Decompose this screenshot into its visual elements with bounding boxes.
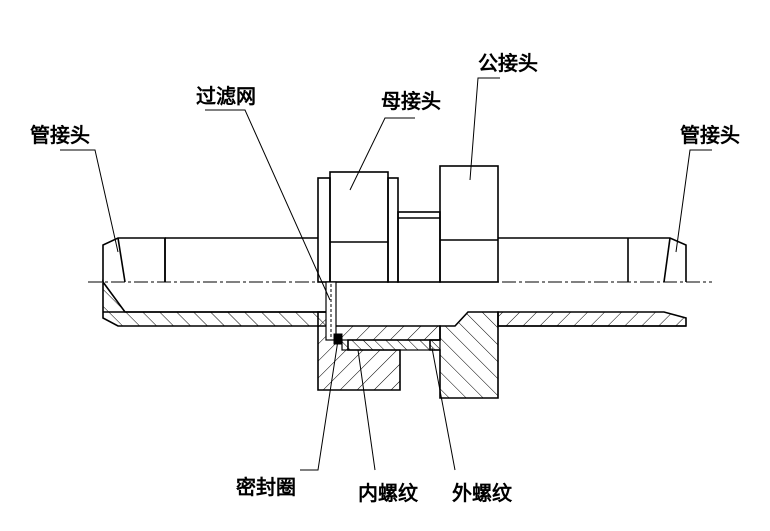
label-female: 母接头 [381,89,441,113]
thread-band [341,339,441,351]
leader-lines [60,77,712,471]
female-nut-top [317,171,399,283]
label-seal: 密封圈 [236,475,296,499]
label-pipe-left: 管接头 [30,123,90,147]
male-nut-top [439,165,499,283]
male-nut-section [429,311,499,399]
label-pipe-right: 管接头 [680,123,740,147]
left-tube-section [102,279,331,327]
left-pipe-fitting-top [102,237,318,283]
label-male: 公接头 [478,51,538,75]
label-inner-thread: 内螺纹 [358,481,419,505]
right-pipe-fitting-top [498,237,687,283]
filter-screen [325,281,337,341]
label-filter: 过滤网 [196,84,256,108]
right-tube-section [497,311,687,327]
seal-ring [333,333,343,345]
label-outer-thread: 外螺纹 [452,481,513,505]
sleeve-top [397,211,441,283]
